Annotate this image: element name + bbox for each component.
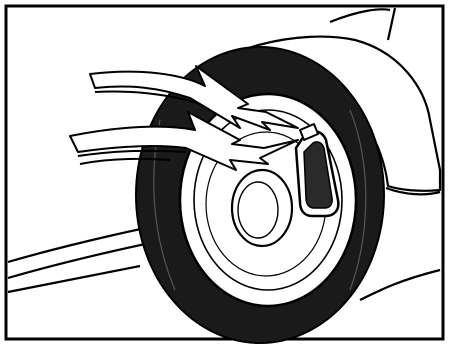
- hub-icon: [232, 170, 292, 246]
